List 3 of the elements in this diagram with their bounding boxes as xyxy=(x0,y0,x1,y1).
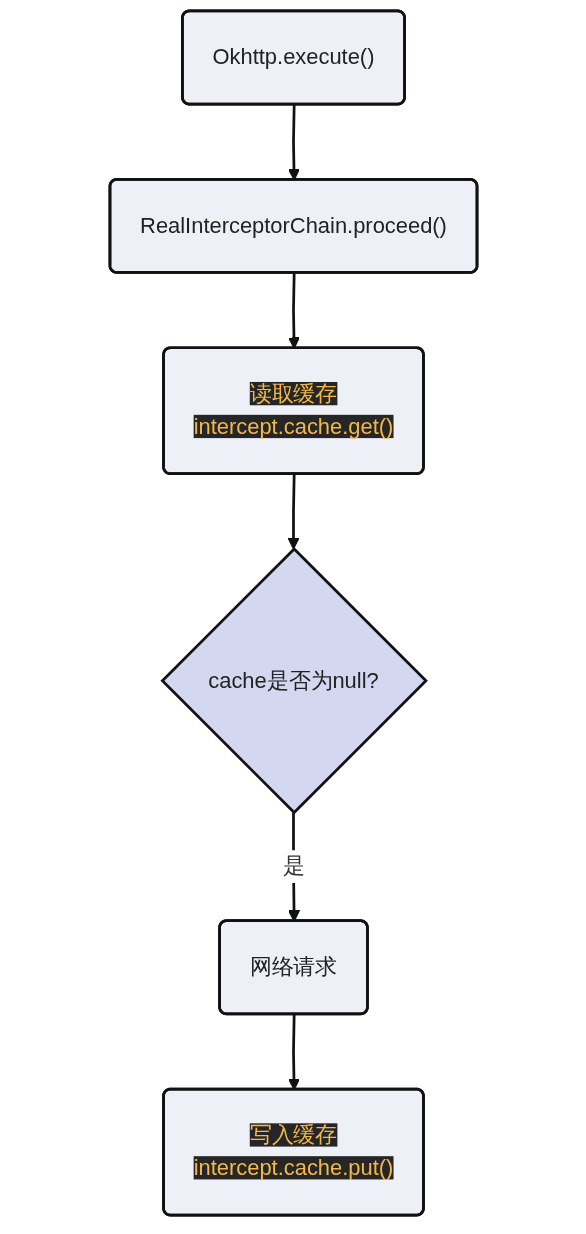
node-diamond: cache是否为null? xyxy=(159,547,428,815)
edge-label: 是 xyxy=(282,854,304,878)
arrow xyxy=(286,474,299,550)
